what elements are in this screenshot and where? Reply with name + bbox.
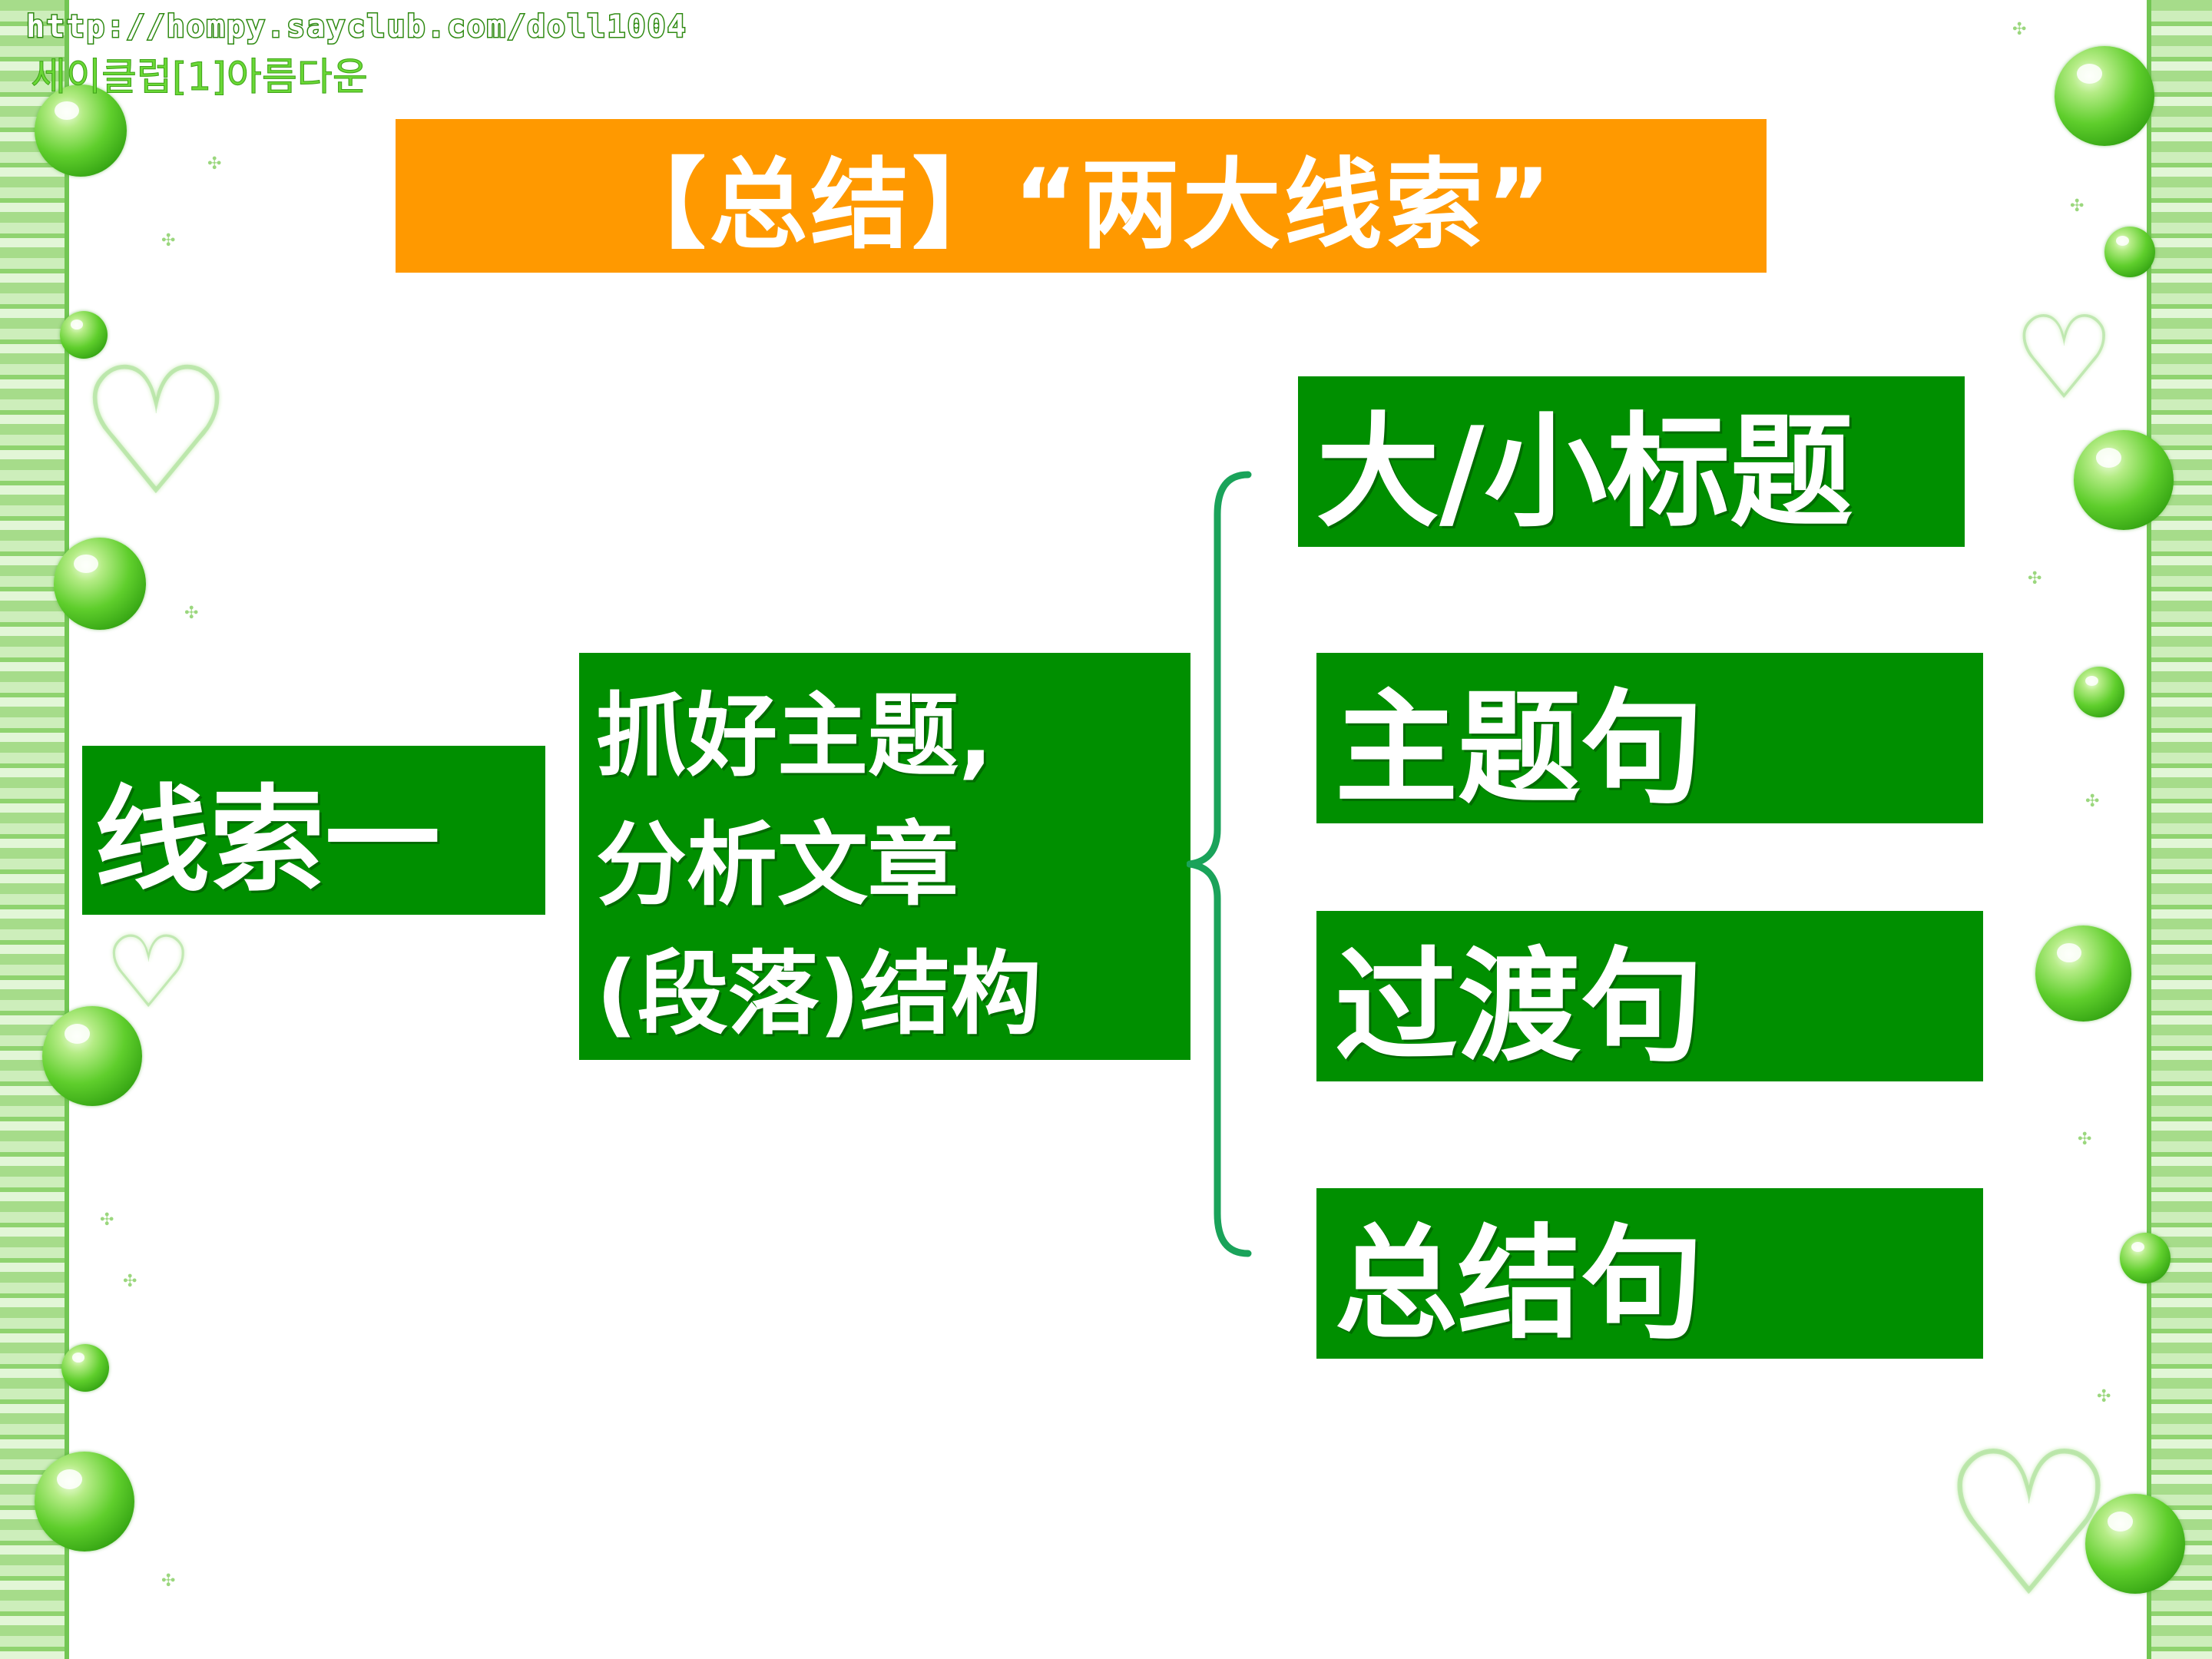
bubble-icon bbox=[2085, 1494, 2185, 1594]
sparkle-icon: ✣ bbox=[2078, 1130, 2092, 1149]
sparkle-icon: ✣ bbox=[123, 1272, 137, 1291]
middle-node-line-2: 分析文章 bbox=[596, 812, 959, 918]
title-banner: 【总结】“两大线索” bbox=[396, 119, 1767, 273]
bubble-icon bbox=[61, 1344, 109, 1392]
bubble-icon bbox=[60, 311, 108, 359]
bubble-icon bbox=[35, 84, 127, 177]
leaf-node-label: 大/小标题 bbox=[1316, 400, 1853, 544]
curly-brace-connector bbox=[1187, 471, 1252, 1257]
leaf-node-label: 主题句 bbox=[1335, 677, 1704, 820]
sparkle-icon: ✣ bbox=[2097, 1387, 2111, 1406]
leaf-node-topic-sentence: 主题句 bbox=[1316, 653, 1983, 823]
heart-icon: ♡ bbox=[2012, 292, 2116, 426]
sparkle-icon: ✣ bbox=[207, 154, 222, 174]
bubble-icon bbox=[2074, 667, 2124, 717]
leaf-node-headings: 大/小标题 bbox=[1298, 376, 1965, 547]
site-caption: 세이클럽[1]아름다운 bbox=[31, 55, 369, 100]
bubble-icon bbox=[2104, 227, 2155, 277]
sparkle-icon: ✣ bbox=[2070, 197, 2085, 216]
root-node-label: 线索一 bbox=[94, 773, 441, 908]
left-border-decoration bbox=[0, 0, 69, 1659]
page-title: 【总结】“两大线索” bbox=[608, 147, 1555, 263]
leaf-node-label: 总结句 bbox=[1335, 1212, 1704, 1356]
leaf-node-summary-sentence: 总结句 bbox=[1316, 1188, 1983, 1359]
middle-node: 抓好主题, 分析文章 (段落)结构 bbox=[579, 653, 1190, 1060]
bubble-icon bbox=[2074, 430, 2174, 530]
sparkle-icon: ✣ bbox=[100, 1210, 114, 1230]
heart-icon: ♡ bbox=[77, 330, 236, 535]
sparkle-icon: ✣ bbox=[2085, 792, 2100, 811]
sparkle-icon: ✣ bbox=[184, 604, 199, 623]
bubble-icon bbox=[54, 538, 146, 630]
leaf-node-label: 过渡句 bbox=[1335, 935, 1704, 1078]
bubble-icon bbox=[2120, 1233, 2171, 1283]
sparkle-icon: ✣ bbox=[161, 1571, 176, 1591]
bubble-icon bbox=[2035, 926, 2131, 1022]
bubble-icon bbox=[42, 1006, 142, 1106]
root-node: 线索一 bbox=[82, 746, 545, 915]
right-border-decoration bbox=[2147, 0, 2212, 1659]
bubble-icon bbox=[35, 1452, 134, 1551]
leaf-node-transition-sentence: 过渡句 bbox=[1316, 911, 1983, 1081]
heart-icon: ♡ bbox=[104, 914, 194, 1031]
middle-node-line-3: (段落)结构 bbox=[596, 941, 1041, 1047]
site-url: http://hompy.sayclub.com/doll1004 bbox=[25, 8, 687, 46]
bubble-icon bbox=[2055, 46, 2154, 146]
heart-icon: ♡ bbox=[1939, 1409, 2119, 1641]
sparkle-icon: ✣ bbox=[161, 231, 176, 250]
sparkle-icon: ✣ bbox=[2012, 20, 2027, 39]
sparkle-icon: ✣ bbox=[2028, 569, 2042, 588]
middle-node-line-1: 抓好主题, bbox=[596, 683, 993, 789]
